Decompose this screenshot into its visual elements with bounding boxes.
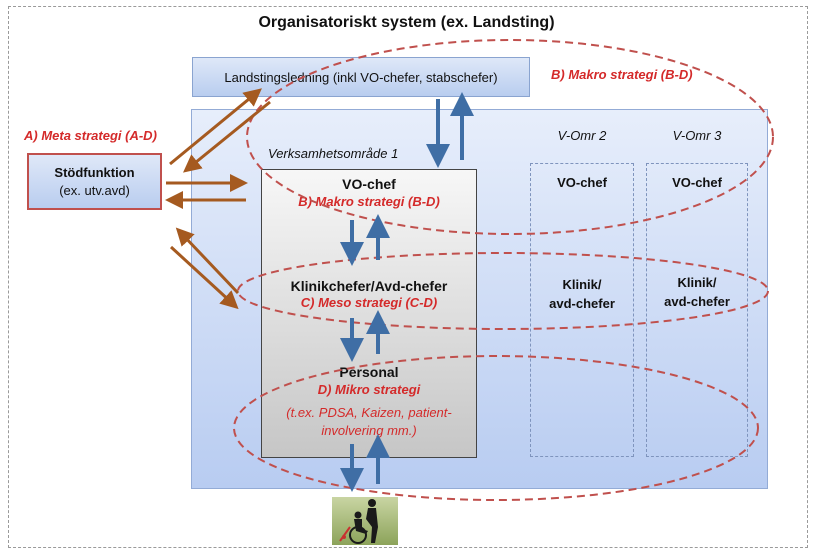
stodfunktion-sub: (ex. utv.avd) [59,183,130,198]
patient-wheelchair-image [332,497,398,545]
vomr3-klinik-2: avd-chefer [664,294,730,309]
vomr2-klinik-2: avd-chefer [549,296,615,311]
vomr3-klinik-1: Klinik/ [677,275,717,290]
stodfunktion-title: Stödfunktion [54,165,135,180]
makro-strategy-ellipse [246,39,774,235]
vo1-mikro-label: D) Mikro strategi [317,382,421,397]
wheelchair-icon [339,499,378,544]
vo1-mikro-desc-2: involvering mm.) [321,423,417,438]
vo1-meso-label: C) Meso strategi (C-D) [300,295,438,310]
landstingsledning-box: Landstingsledning (inkl VO-chefer, stabs… [192,57,530,97]
vo1-mikro-desc-1: (t.ex. PDSA, Kaizen, patient- [286,405,452,420]
vomr3-label: V-Omr 3 [672,128,722,143]
diagram-title: Organisatoriskt system (ex. Landsting) [258,14,555,31]
arrow-stod-to-klinik [169,245,239,310]
diagram-frame [8,6,808,548]
meta-strategy-label: A) Meta strategi (A-D) [24,128,157,143]
arrow-stod-to-top [169,88,262,166]
vomr2-box [530,163,634,457]
meso-strategy-ellipse [237,252,769,330]
vomr3-vo-chef: VO-chef [672,175,722,190]
arrow-top-to-stod [183,100,271,173]
vomr2-vo-chef: VO-chef [557,175,607,190]
vo1-vo-chef: VO-chef [342,176,396,192]
mikro-strategy-ellipse [233,355,759,501]
vo1-makro-label: B) Makro strategi (B-D) [298,194,440,209]
vomr2-klinik-1: Klinik/ [562,277,602,292]
stodfunktion-box: Stödfunktion (ex. utv.avd) [27,153,162,210]
makro-strategy-top-label: B) Makro strategi (B-D) [551,67,693,82]
vo1-area-label: Verksamhetsområde 1 [268,146,399,161]
vo1-klinik: Klinikchefer/Avd-chefer [290,278,448,294]
vomr3-box [646,163,748,457]
vomr2-label: V-Omr 2 [557,128,607,143]
arrow-klinik-to-stod [175,227,240,295]
